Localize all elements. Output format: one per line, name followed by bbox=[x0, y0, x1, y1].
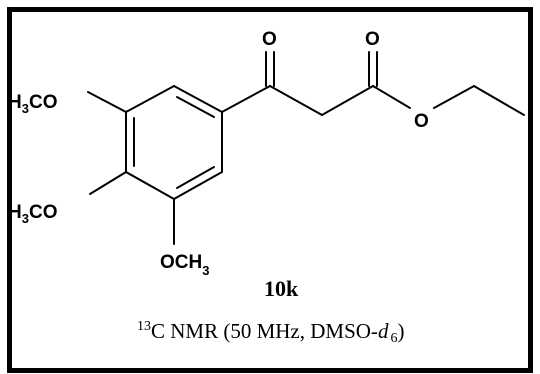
ester-carbonyl-oxygen-label: O bbox=[365, 29, 380, 50]
bond-ethyl bbox=[473, 85, 525, 116]
bond-ring-carbonyl bbox=[221, 85, 271, 113]
bond-ring-3 bbox=[173, 171, 223, 200]
bond-ring-inner-2 bbox=[176, 166, 215, 189]
bond-ch2-ester bbox=[321, 85, 374, 116]
bond-o-ch2 bbox=[433, 85, 475, 109]
bond-ester-o bbox=[372, 85, 411, 109]
bond-ring-1 bbox=[173, 85, 223, 113]
bonds bbox=[87, 51, 525, 245]
ester-ether-oxygen-label: O bbox=[414, 111, 429, 132]
bond-omethoxy-mid bbox=[89, 171, 127, 195]
atom-labels: O O O H3CO H3CO OCH3 bbox=[8, 29, 429, 278]
bond-ring-4 bbox=[125, 171, 175, 200]
methoxy-mid-label: H3CO bbox=[8, 202, 57, 226]
bond-carbonyl-ch2 bbox=[269, 85, 323, 116]
ketone-oxygen-label: O bbox=[262, 29, 277, 50]
compound-id: 10k bbox=[264, 276, 299, 301]
bond-ring-inner-1 bbox=[176, 96, 215, 118]
methoxy-top-label: H3CO bbox=[8, 92, 57, 116]
bond-ring-6 bbox=[125, 85, 175, 113]
methoxy-bottom-label: OCH3 bbox=[160, 252, 209, 278]
bond-omethoxy-top bbox=[87, 91, 127, 113]
